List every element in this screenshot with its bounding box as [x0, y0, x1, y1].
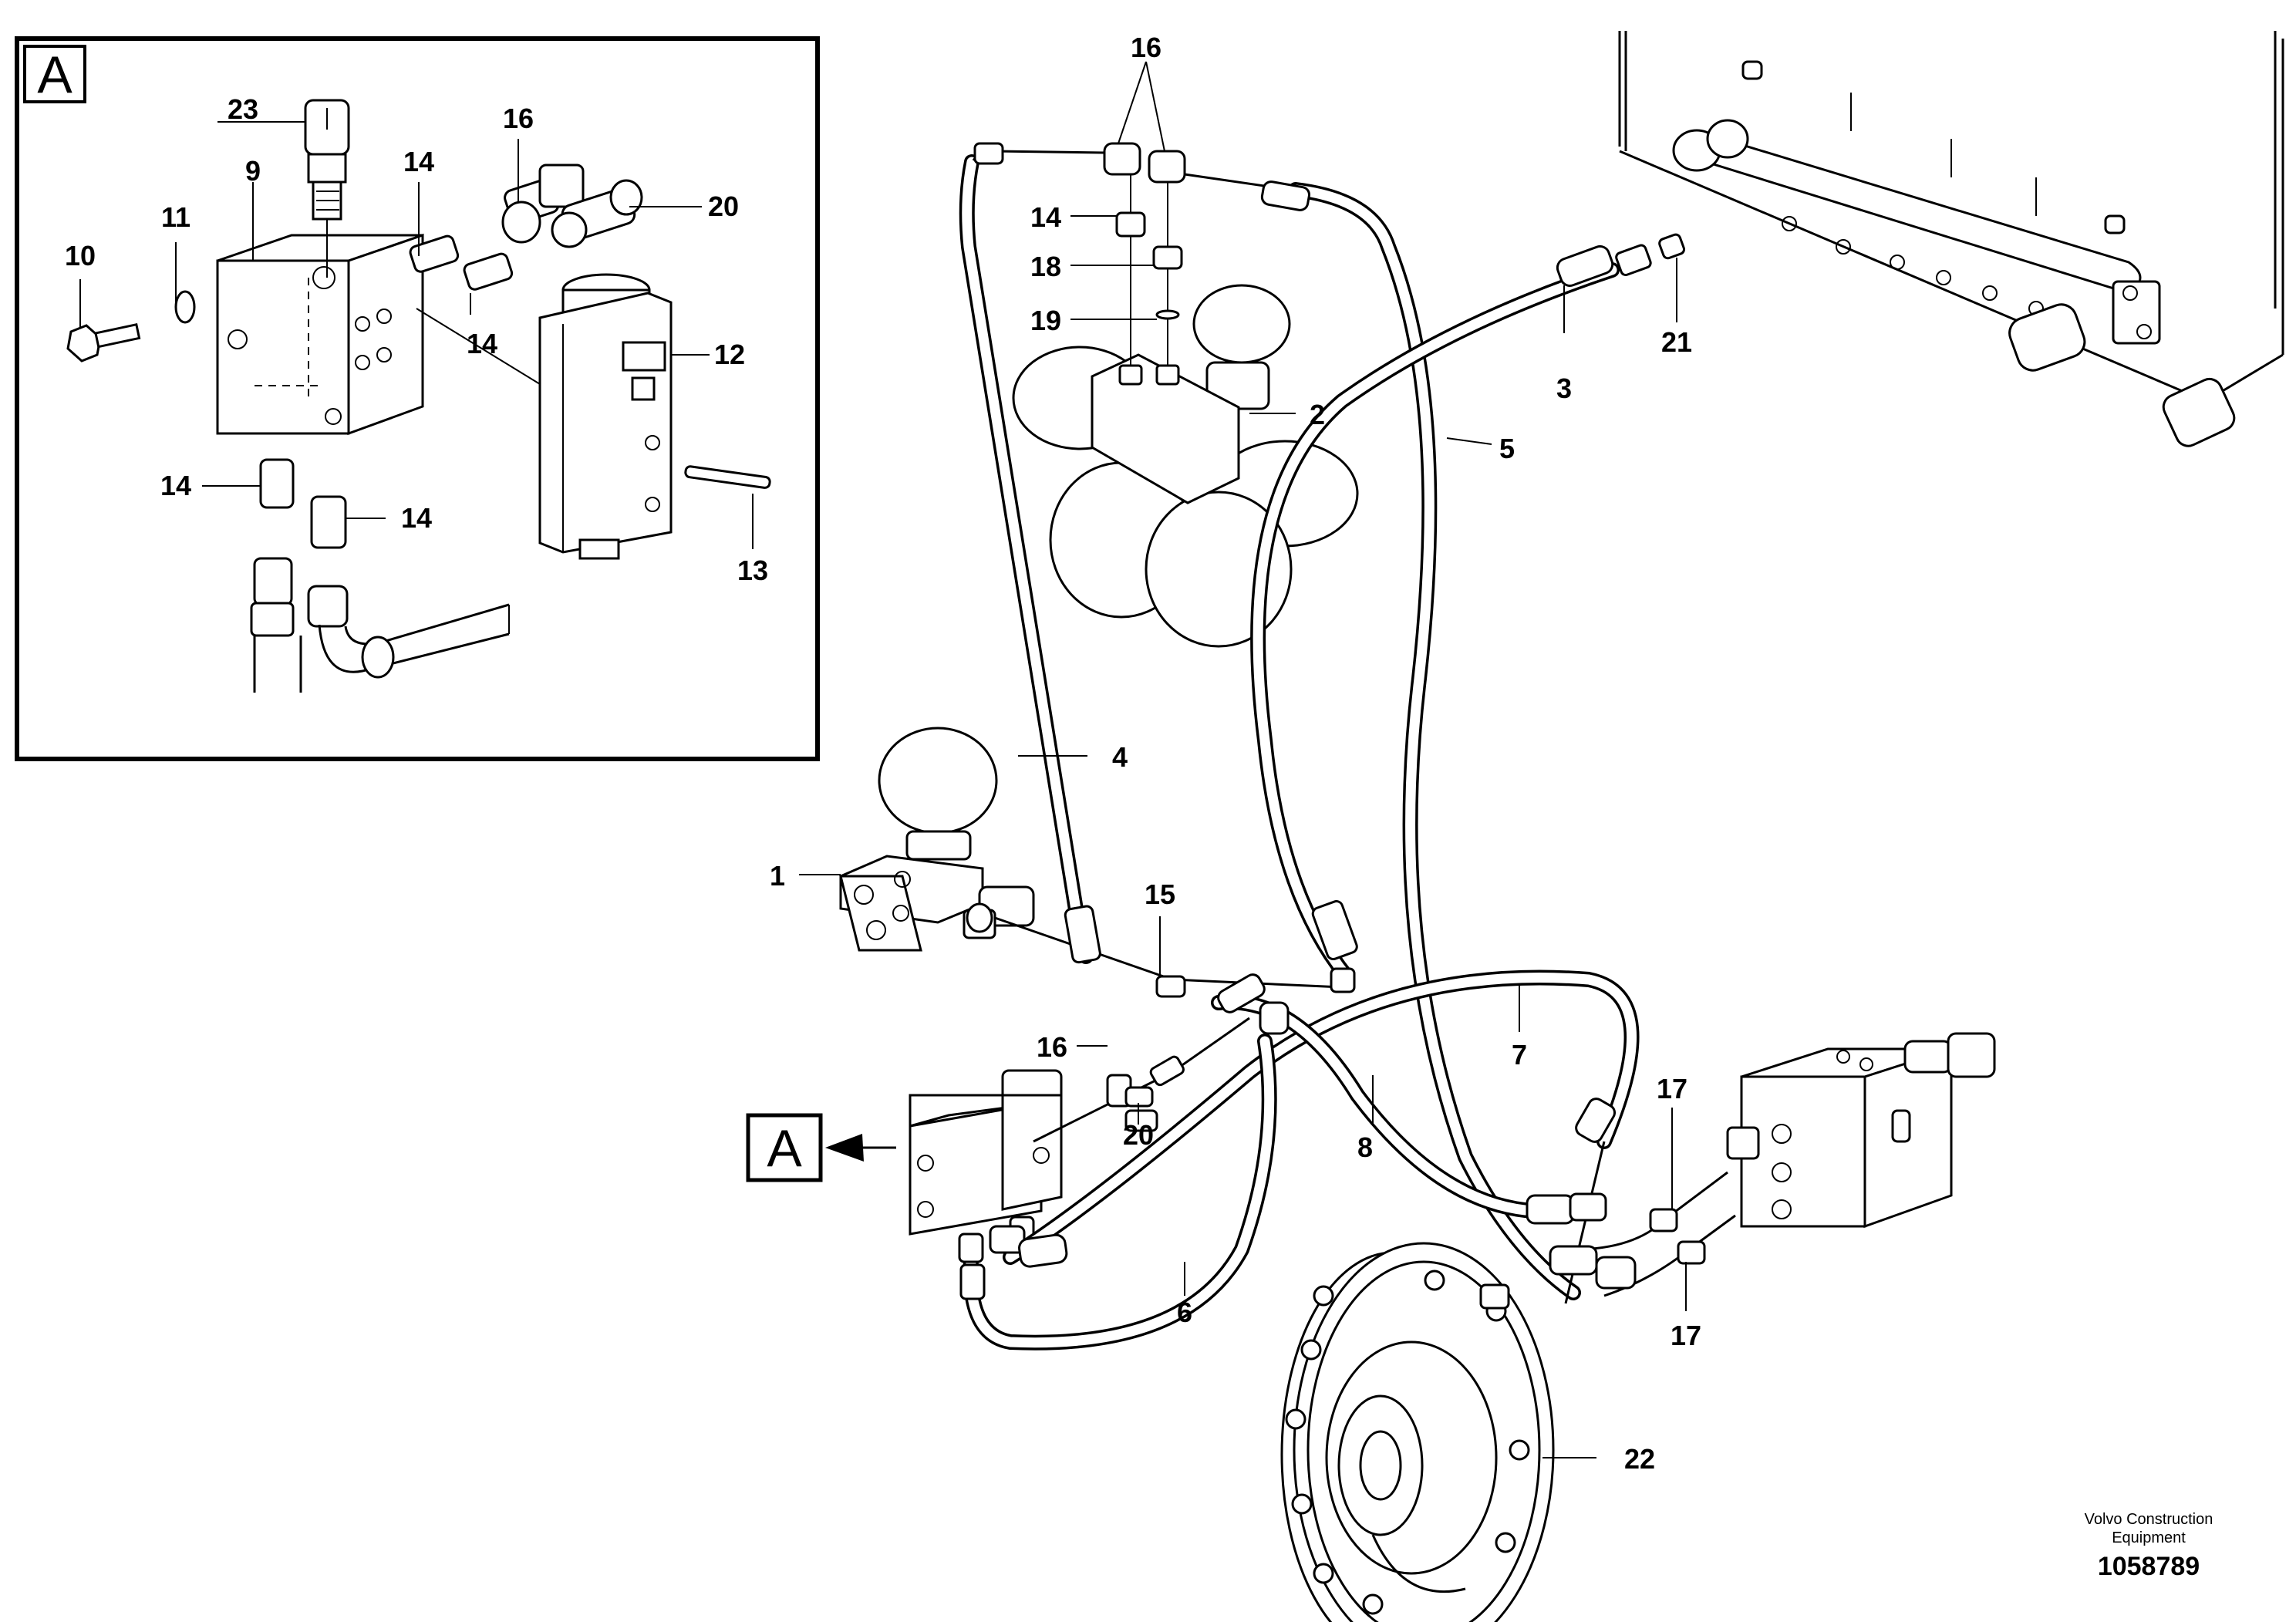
- brake-valve-1: [839, 727, 1035, 952]
- accumulator-fittings: [1103, 142, 1186, 320]
- washer-11: [174, 290, 196, 324]
- valve-block-17: [1726, 1032, 1996, 1229]
- detail-label: A: [37, 46, 72, 104]
- callout-16-b: 16: [1131, 32, 1161, 63]
- callout-7: 7: [1512, 1039, 1527, 1071]
- callout-10: 10: [65, 240, 96, 271]
- detail-a-marker-box: [746, 1113, 823, 1182]
- callout-2: 2: [1310, 399, 1325, 430]
- callout-17-b: 17: [1671, 1320, 1701, 1351]
- hoses: [959, 150, 1736, 1351]
- brand-caption-line2: Equipment: [2112, 1529, 2186, 1546]
- brake-disc-22: [1280, 1242, 1555, 1622]
- callout-20-a: 20: [708, 191, 739, 222]
- callout-14-a: 14: [403, 146, 434, 177]
- callout-23: 23: [228, 93, 258, 125]
- brand-caption-line1: Volvo Construction: [2085, 1511, 2213, 1528]
- callout-13: 13: [737, 555, 768, 586]
- elbow-16-and-adapter-20: [501, 164, 643, 248]
- callout-6: 6: [1177, 1297, 1192, 1328]
- callout-5: 5: [1499, 433, 1515, 464]
- lower-fittings: [250, 458, 510, 693]
- callout-15: 15: [1145, 878, 1175, 910]
- callout-14-e: 14: [1030, 201, 1061, 233]
- callout-9: 9: [245, 155, 261, 187]
- detail-a-marker: A: [746, 1113, 896, 1182]
- callout-12: 12: [714, 339, 745, 370]
- detail-leaders: [79, 108, 754, 549]
- arrow-icon: [825, 1134, 864, 1162]
- detail-label-box: [23, 45, 86, 103]
- main-leaders: [799, 61, 1687, 1458]
- fitting-14-upper: [409, 234, 514, 291]
- callout-16-c: 16: [1037, 1031, 1067, 1063]
- callout-19: 19: [1030, 305, 1061, 336]
- screw-13: [684, 465, 771, 489]
- callout-16-a: 16: [503, 103, 534, 134]
- valve-block-9: [216, 233, 424, 436]
- document-number: 1058789: [2098, 1552, 2200, 1581]
- detail-frame: [15, 36, 820, 761]
- callout-11: 11: [161, 201, 190, 233]
- callout-18: 18: [1030, 251, 1061, 282]
- callout-17-a: 17: [1657, 1073, 1687, 1104]
- callout-22: 22: [1624, 1443, 1655, 1475]
- callout-14-c: 14: [160, 470, 191, 501]
- detail-view-a: A: [15, 36, 820, 761]
- hose-fittings: [958, 142, 1706, 1310]
- valve-assembly-a: [909, 1069, 1063, 1246]
- callout-14-d: 14: [401, 502, 432, 534]
- callout-14-b: 14: [467, 328, 497, 359]
- detail-a-marker-label: A: [767, 1119, 802, 1178]
- callout-20-b: 20: [1123, 1119, 1154, 1151]
- callout-3: 3: [1556, 373, 1572, 404]
- frame-top-right: [1618, 31, 2284, 447]
- callout-8: 8: [1357, 1131, 1373, 1163]
- callout-1: 1: [770, 860, 785, 892]
- callout-4: 4: [1112, 741, 1128, 773]
- solenoid-valve-12: [538, 273, 673, 560]
- callout-21: 21: [1661, 326, 1692, 358]
- bolt-10: [66, 322, 141, 363]
